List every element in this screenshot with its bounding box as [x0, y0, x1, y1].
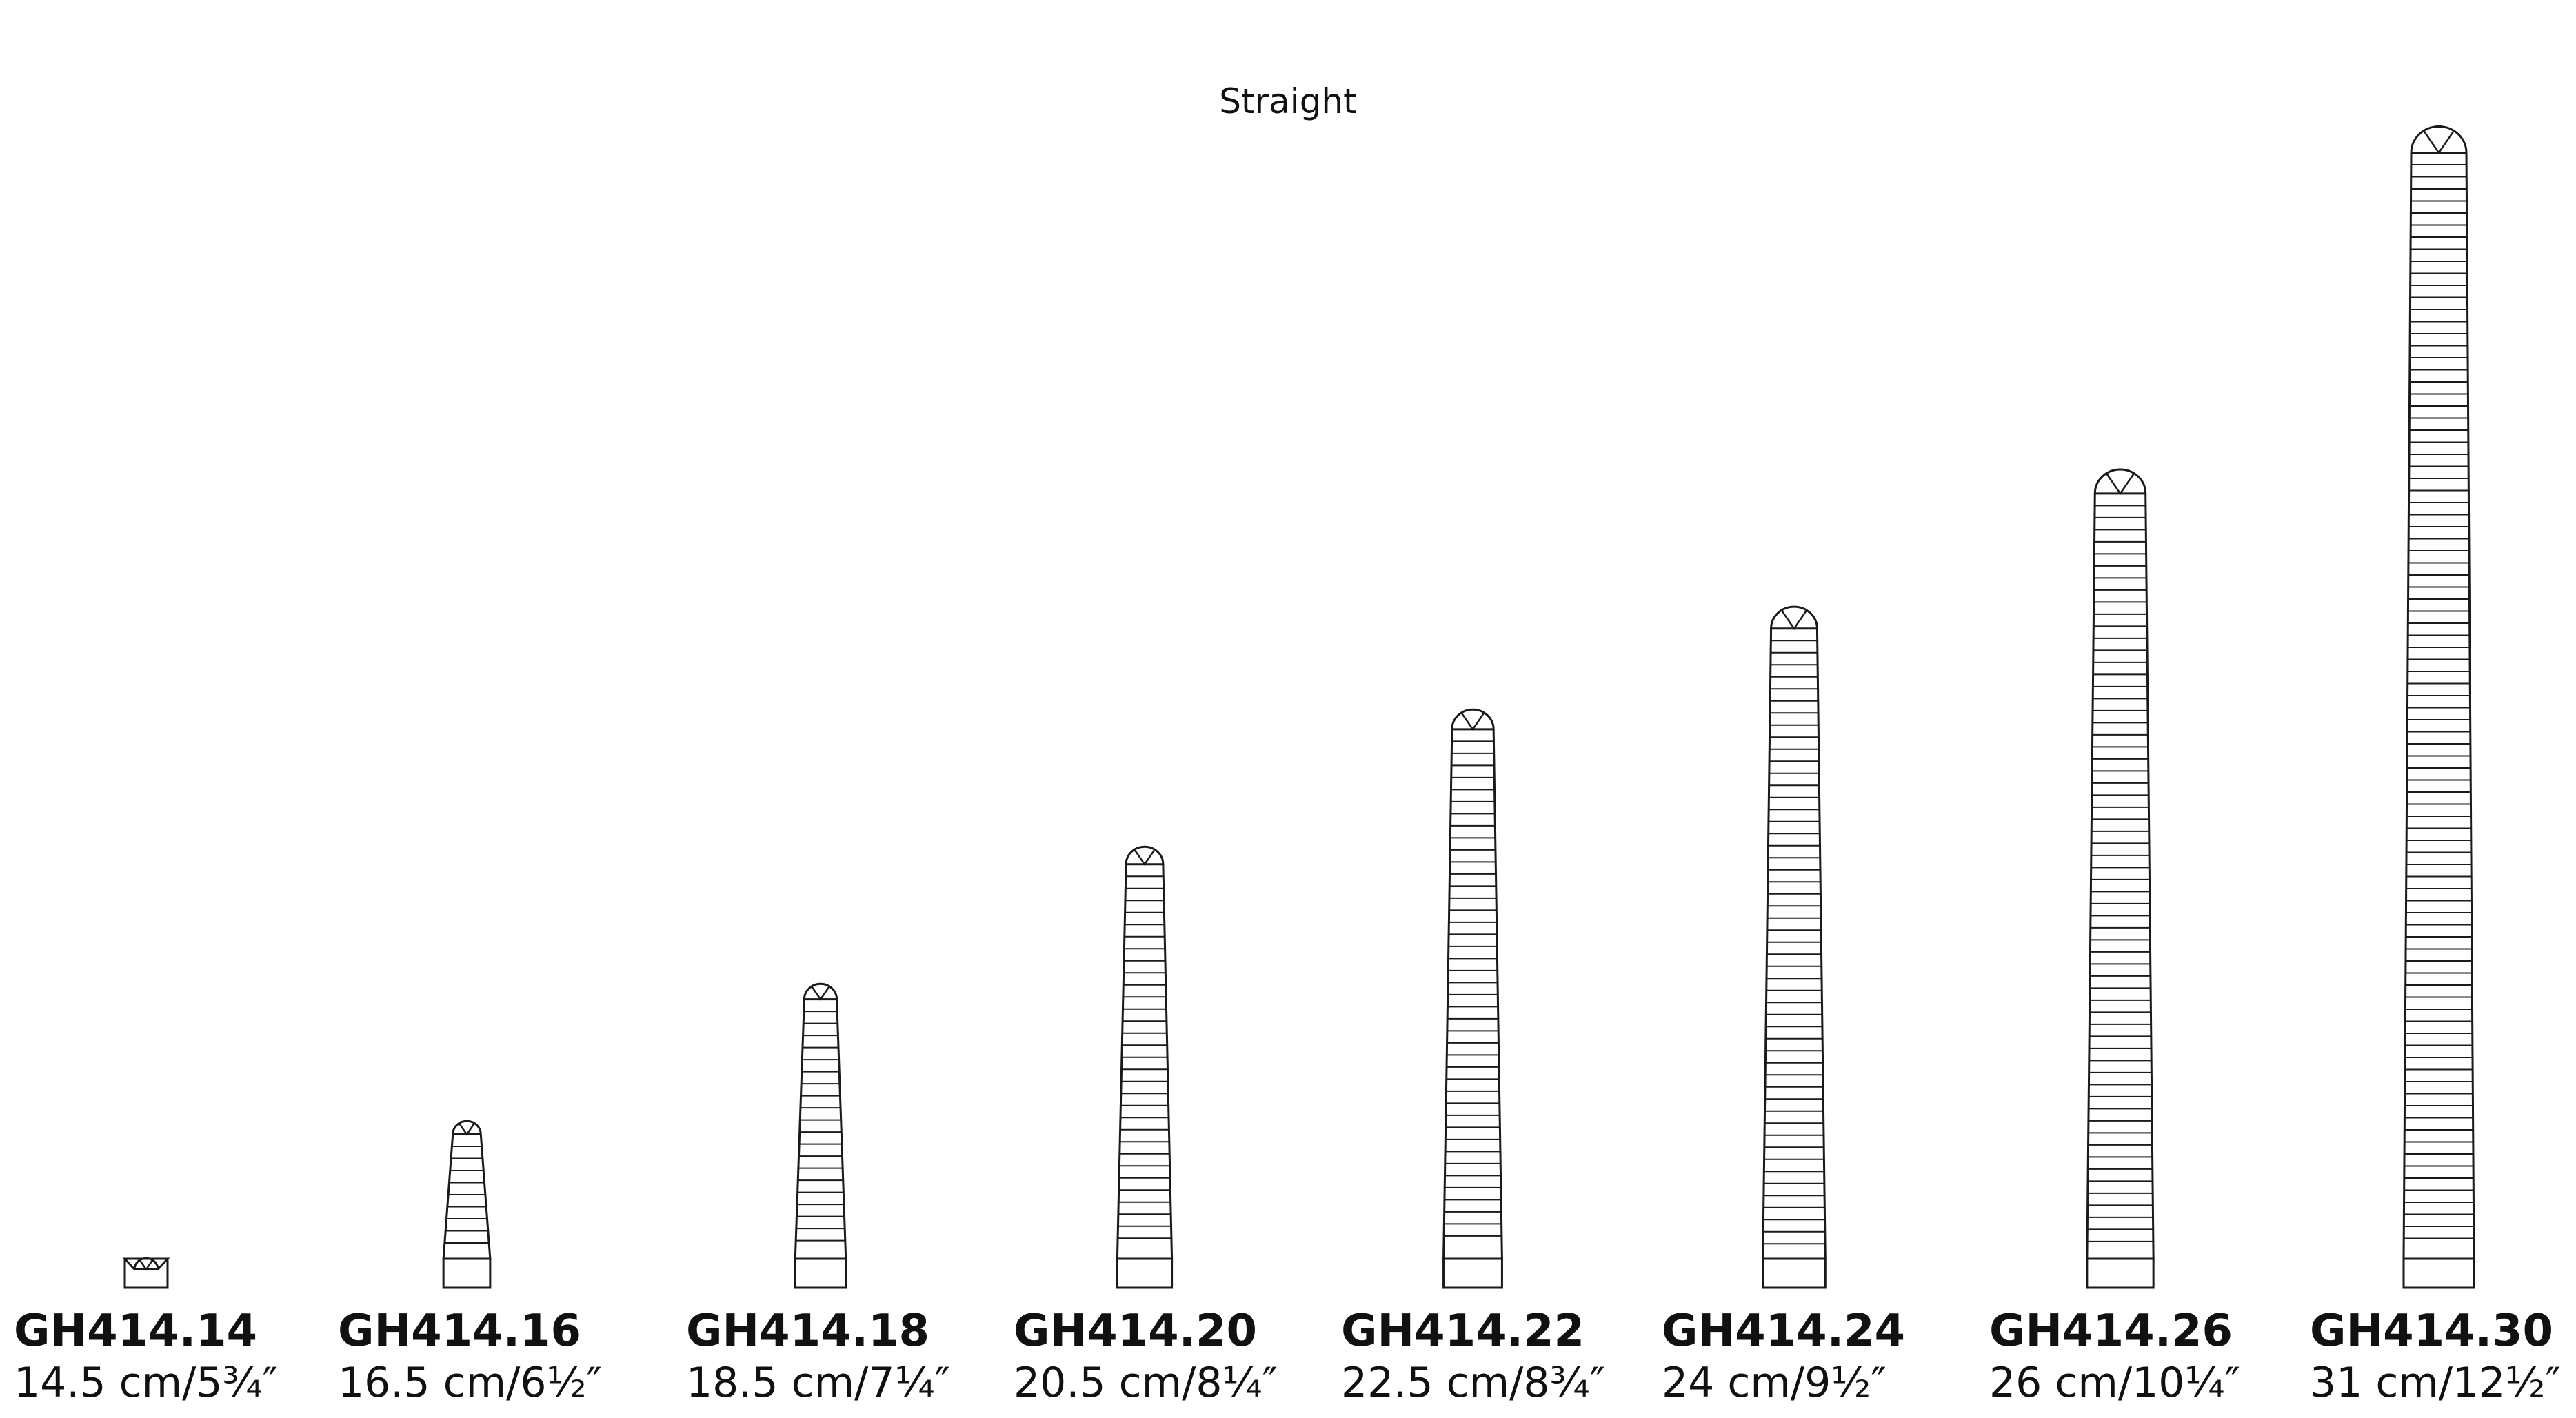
instrument-label-5: GH414.24 24 cm/9½″ [1662, 1306, 1905, 1409]
jaw-tip-notch [1134, 849, 1156, 866]
instrument-size: 24 cm/9½″ [1662, 1358, 1886, 1407]
instrument-jaw-1 [442, 1120, 492, 1289]
instrument-size: 31 cm/12½″ [2310, 1358, 2561, 1407]
instrument-jaw-7 [2402, 125, 2475, 1289]
jaw-tip-notch [811, 986, 830, 1001]
instrument-size: 20.5 cm/8¼″ [1014, 1358, 1278, 1407]
jaw-base [442, 1257, 492, 1289]
instrument-size: 18.5 cm/7¼″ [686, 1358, 951, 1407]
jaw-tip [803, 983, 838, 1001]
instrument-label-4: GH414.22 22.5 cm/8¾″ [1341, 1306, 1605, 1409]
instrument-jaw-5 [1762, 605, 1827, 1289]
instrument-code: GH414.26 [1989, 1306, 2233, 1357]
jaw-tip [1125, 845, 1165, 866]
instrument-label-3: GH414.20 20.5 cm/8¼″ [1014, 1306, 1278, 1409]
instrument-size: 16.5 cm/6½″ [338, 1358, 603, 1407]
instrument-jaw-6 [2086, 469, 2155, 1289]
instrument-code: GH414.18 [686, 1306, 930, 1357]
jaw-outline [1116, 864, 1174, 1260]
instrument-jaw-2 [794, 983, 847, 1289]
jaw-base [123, 1257, 169, 1289]
instrument-label-0: GH414.14 14.5 cm/5¾″ [14, 1306, 278, 1409]
instrument-label-2: GH414.18 18.5 cm/7¼″ [686, 1306, 950, 1409]
instrument-jaw-4 [1442, 709, 1503, 1289]
instrument-jaws-drawing [122, 125, 2475, 1289]
instrument-size: 14.5 cm/5¾″ [14, 1358, 279, 1407]
jaw-outline [2402, 152, 2475, 1260]
jaw-base [1116, 1257, 1174, 1289]
jaw-tip [1770, 605, 1818, 630]
instrument-code: GH414.20 [1014, 1306, 1258, 1357]
jaw-tip [2410, 125, 2468, 154]
instrument-code: GH414.24 [1662, 1306, 1906, 1357]
jaw-base [2402, 1257, 2475, 1289]
jaw-base [1442, 1257, 1503, 1289]
jaw-outline [2086, 493, 2155, 1260]
jaw-base [1762, 1257, 1827, 1289]
jaw-tip [452, 1120, 482, 1136]
jaw-outline [794, 999, 847, 1260]
jaw-tip-notch [458, 1122, 476, 1136]
jaw-tip [1451, 709, 1495, 731]
jaw-tip-notch [1780, 609, 1808, 630]
jaw-base [2086, 1257, 2155, 1289]
instrument-code: GH414.14 [14, 1306, 258, 1357]
instrument-code: GH414.30 [2310, 1306, 2554, 1357]
instrument-jaw-0 [122, 1257, 170, 1289]
instrument-label-6: GH414.26 26 cm/10¼″ [1989, 1306, 2240, 1409]
jaw-tip [133, 1257, 159, 1270]
instrument-jaw-3 [1116, 845, 1174, 1289]
instrument-code: GH414.16 [338, 1306, 582, 1357]
jaw-outline [122, 1257, 170, 1270]
instrument-code: GH414.22 [1341, 1306, 1585, 1357]
instrument-label-7: GH414.30 31 cm/12½″ [2310, 1306, 2561, 1409]
instrument-size: 22.5 cm/8¾″ [1341, 1358, 1606, 1407]
jaw-base [794, 1257, 847, 1289]
jaw-tip-notch [1460, 712, 1485, 731]
instrument-label-1: GH414.16 16.5 cm/6½″ [338, 1306, 602, 1409]
jaw-tip-notch [2105, 472, 2135, 496]
jaw-tip-notch [139, 1259, 154, 1271]
jaw-tip [2093, 469, 2147, 495]
diagram-title: Straight [1219, 81, 1357, 121]
instrument-size: 26 cm/10¼″ [1989, 1358, 2240, 1407]
jaw-outline [1762, 628, 1827, 1260]
jaw-tip-notch [2422, 130, 2455, 154]
jaw-outline [442, 1134, 492, 1260]
